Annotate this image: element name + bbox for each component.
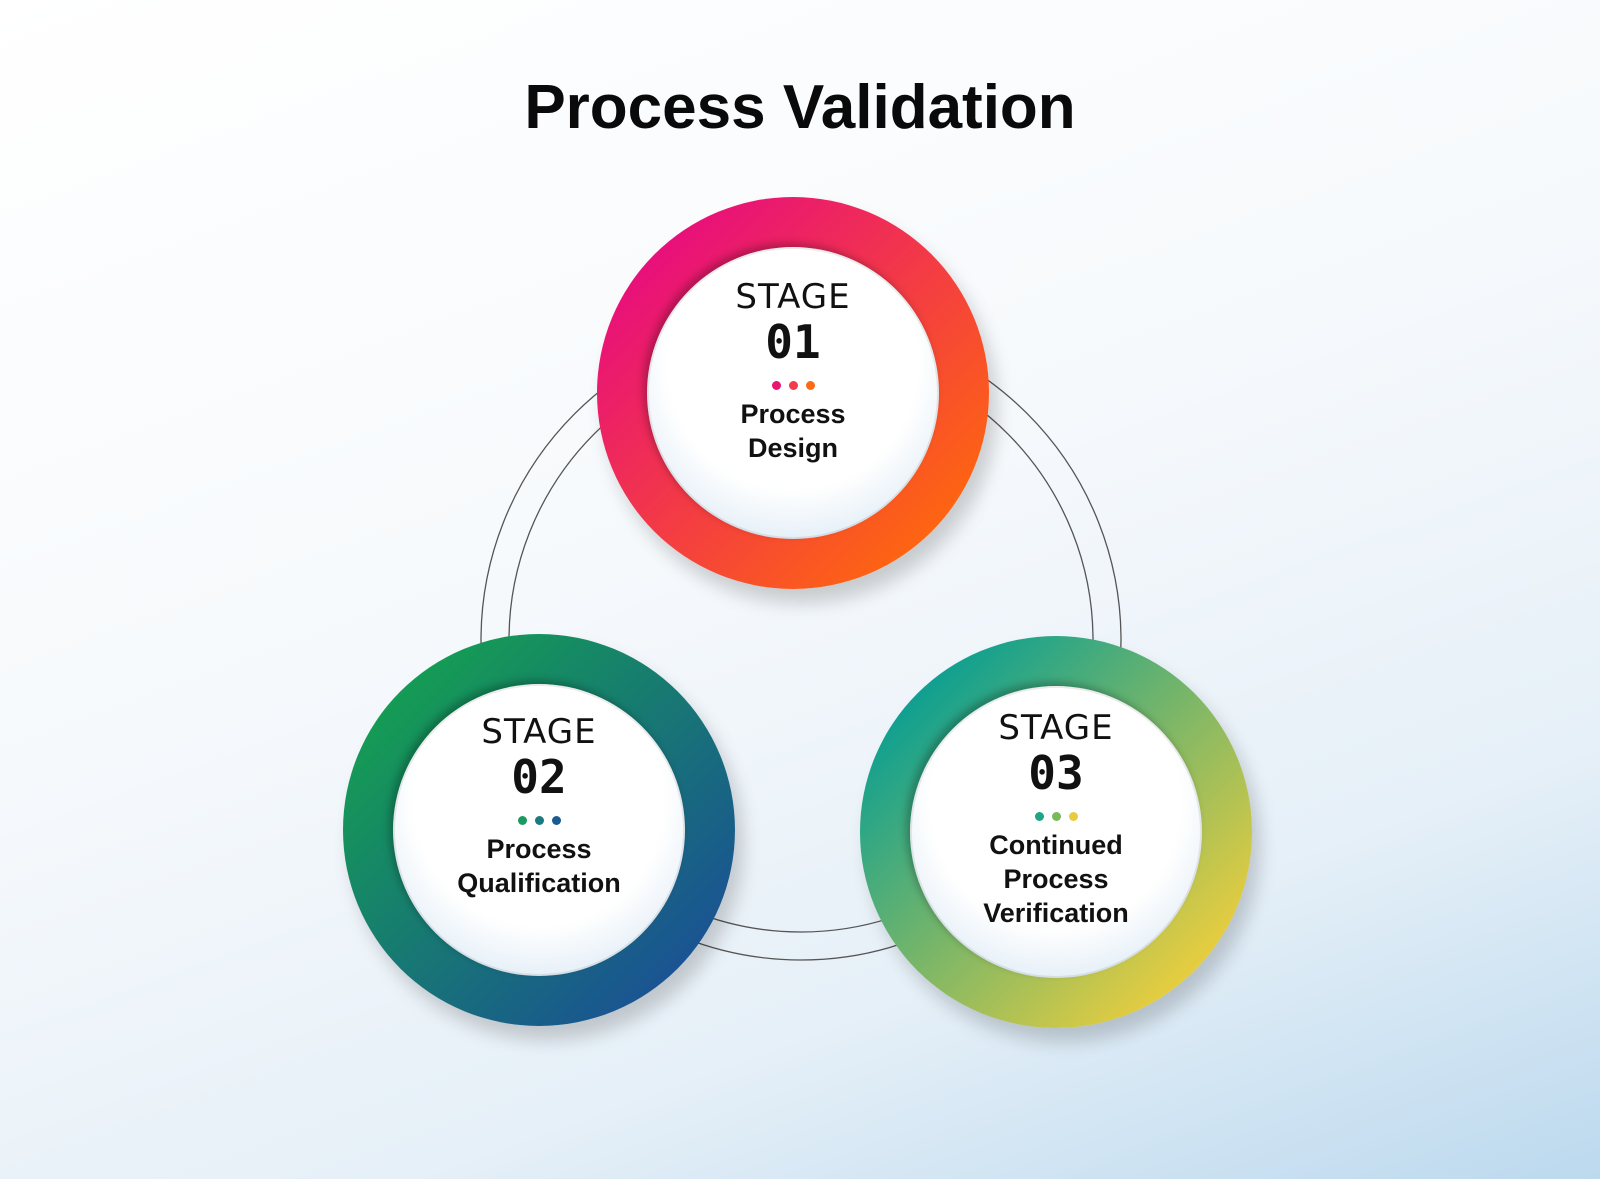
- stage-number: 01: [765, 315, 821, 369]
- dot: [551, 816, 561, 825]
- dots-icon: [647, 377, 939, 390]
- dot: [1068, 812, 1078, 821]
- stage-label: STAGE: [998, 708, 1114, 748]
- dot: [1051, 812, 1061, 821]
- dots-icon: [910, 808, 1202, 821]
- dot: [771, 381, 781, 390]
- dot: [517, 816, 527, 825]
- stage-label: STAGE: [481, 712, 597, 752]
- stage-label: STAGE: [735, 277, 851, 317]
- stage-number: 03: [1028, 746, 1084, 800]
- dot: [788, 381, 798, 390]
- dot: [1034, 812, 1044, 821]
- dots-icon: [393, 812, 685, 825]
- page-title: Process Validation: [524, 73, 1076, 142]
- dot: [805, 381, 815, 390]
- stage-number: 02: [511, 750, 567, 804]
- dot: [534, 816, 544, 825]
